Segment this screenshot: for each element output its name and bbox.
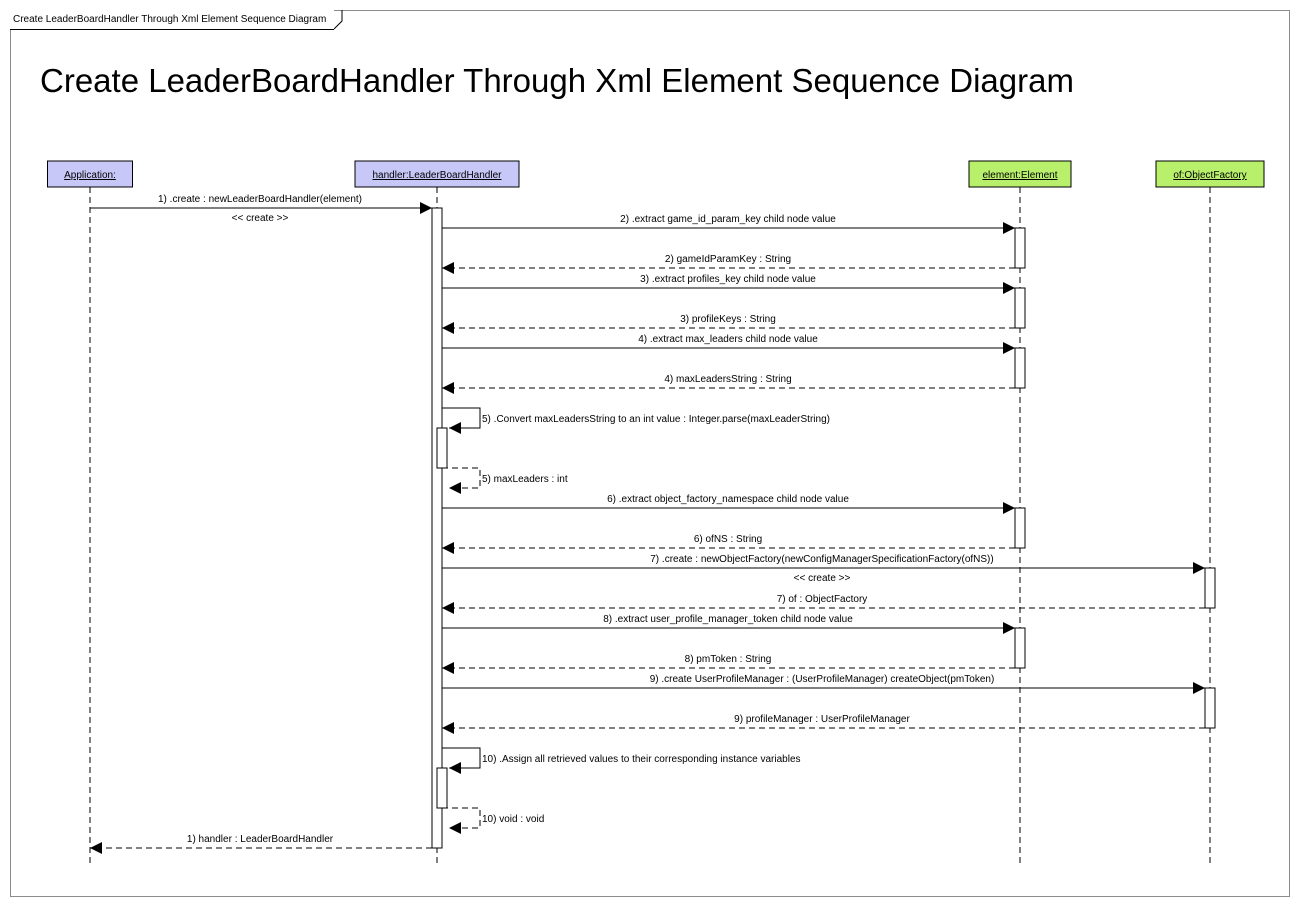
diagram-frame — [10, 10, 1290, 897]
message-18-arrow — [442, 747, 481, 774]
activation-of-7 — [1204, 567, 1216, 609]
activation-of-9 — [1204, 687, 1216, 729]
message-20: 1) handler : LeaderBoardHandler — [90, 834, 432, 854]
message-1-label: 1) .create : newLeaderBoardHandler(eleme… — [158, 194, 362, 205]
message-6: 4) .extract max_leaders child node value — [442, 334, 1015, 354]
participant-handler-box — [354, 160, 520, 188]
message-10-label: 6) .extract object_factory_namespace chi… — [607, 494, 849, 505]
message-14-label: 8) .extract user_profile_manager_token c… — [603, 614, 853, 625]
message-3-label: 2) gameIdParamKey : String — [665, 254, 791, 265]
message-15-label: 8) pmToken : String — [685, 654, 772, 665]
diagram-title: Create LeaderBoardHandler Through Xml El… — [40, 62, 1074, 99]
message-13-label: 7) of : ObjectFactory — [777, 594, 868, 605]
message-4-label: 3) .extract profiles_key child node valu… — [640, 274, 816, 285]
message-3: 2) gameIdParamKey : String — [442, 254, 1015, 274]
message-12-label: 7) .create : newObjectFactory(newConfigM… — [650, 554, 993, 565]
participant-app-label: Application: — [64, 170, 116, 181]
message-8: 5) .Convert maxLeadersString to an int v… — [442, 407, 830, 434]
message-6-label: 4) .extract max_leaders child node value — [638, 334, 818, 345]
activation-handler-main — [431, 207, 443, 849]
message-4: 3) .extract profiles_key child node valu… — [442, 274, 1015, 294]
message-7: 4) maxLeadersString : String — [442, 374, 1015, 394]
activation-element-6 — [1014, 507, 1026, 549]
message-1-stereotype: << create >> — [232, 213, 289, 224]
activation-element-4 — [1014, 347, 1026, 389]
message-1: 1) .create : newLeaderBoardHandler(eleme… — [90, 194, 432, 224]
message-10: 6) .extract object_factory_namespace chi… — [442, 494, 1015, 514]
participant-of-box — [1155, 160, 1265, 188]
participant-element-label: element:Element — [982, 170, 1057, 181]
message-8-label: 5) .Convert maxLeadersString to an int v… — [482, 414, 830, 425]
activation-handler-self-10 — [436, 767, 448, 809]
message-16: 9) .create UserProfileManager : (UserPro… — [442, 674, 1205, 694]
message-18-label: 10) .Assign all retrieved values to thei… — [482, 754, 801, 765]
participant-handler-label: handler:LeaderBoardHandler — [373, 170, 503, 181]
message-2: 2) .extract game_id_param_key child node… — [442, 214, 1015, 234]
message-13: 7) of : ObjectFactory — [442, 594, 1205, 614]
message-11-label: 6) ofNS : String — [694, 534, 762, 545]
activation-element-8 — [1014, 627, 1026, 669]
message-16-label: 9) .create UserProfileManager : (UserPro… — [650, 674, 995, 685]
message-19-label: 10) void : void — [482, 814, 544, 825]
message-19-arrow — [442, 807, 481, 834]
message-5-label: 3) profileKeys : String — [680, 314, 776, 325]
message-17-label: 9) profileManager : UserProfileManager — [734, 714, 910, 725]
message-8-arrow — [442, 407, 481, 434]
frame-tab-label: Create LeaderBoardHandler Through Xml El… — [10, 10, 335, 30]
message-15: 8) pmToken : String — [442, 654, 1015, 674]
message-17: 9) profileManager : UserProfileManager — [442, 714, 1205, 734]
message-9-label: 5) maxLeaders : int — [482, 474, 568, 485]
message-9: 5) maxLeaders : int — [442, 467, 568, 494]
message-12-stereotype: << create >> — [794, 573, 851, 584]
activation-handler-self-5 — [436, 427, 448, 469]
message-19: 10) void : void — [442, 807, 544, 834]
message-20-label: 1) handler : LeaderBoardHandler — [187, 834, 334, 845]
activation-element-3 — [1014, 287, 1026, 329]
message-9-arrow — [442, 467, 481, 494]
participant-app-box — [47, 160, 133, 188]
message-7-label: 4) maxLeadersString : String — [664, 374, 791, 385]
message-2-label: 2) .extract game_id_param_key child node… — [620, 214, 836, 225]
participant-element-box — [968, 160, 1072, 188]
activation-element-2 — [1014, 227, 1026, 269]
message-12: 7) .create : newObjectFactory(newConfigM… — [442, 554, 1205, 584]
message-5: 3) profileKeys : String — [442, 314, 1015, 334]
message-11: 6) ofNS : String — [442, 534, 1015, 554]
message-18: 10) .Assign all retrieved values to thei… — [442, 747, 801, 774]
frame-tab-corner — [334, 10, 343, 30]
message-14: 8) .extract user_profile_manager_token c… — [442, 614, 1015, 634]
participant-of-label: of:ObjectFactory — [1173, 170, 1246, 181]
